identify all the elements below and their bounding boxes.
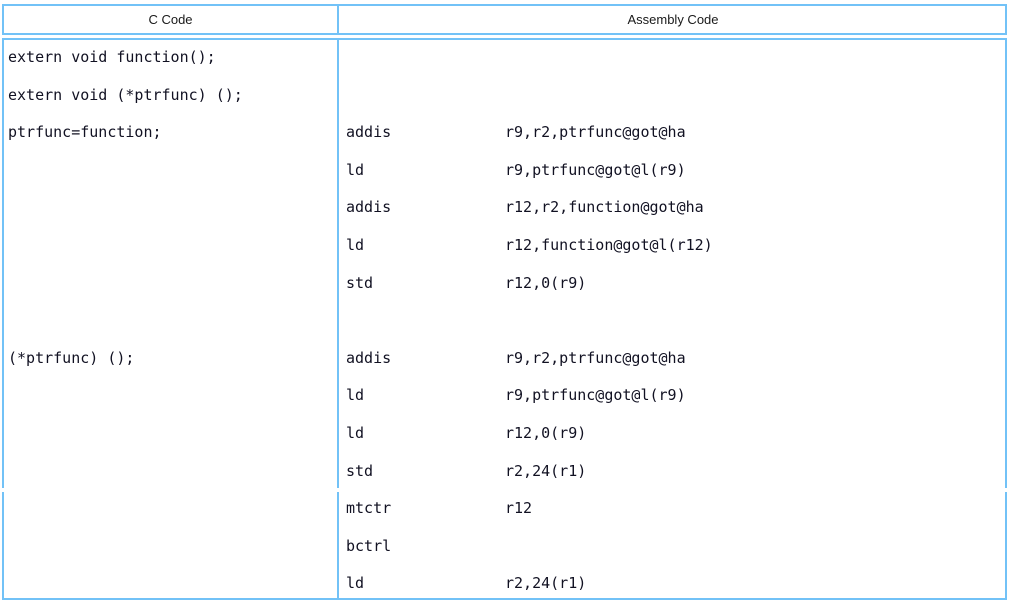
assembly-blank-line xyxy=(346,39,505,77)
assembly-mnemonic: addis xyxy=(346,123,392,142)
assembly-line: addis r9,r2,ptrfunc@got@ha xyxy=(346,340,686,378)
assembly-operand: r12,function@got@l(r12) xyxy=(505,236,713,254)
assembly-operand: r9,ptrfunc@got@l(r9) xyxy=(505,386,686,405)
body-right-border-row2 xyxy=(1005,492,1007,600)
assembly-blank-line xyxy=(346,77,505,115)
assembly-operand: r9,r2,ptrfunc@got@ha xyxy=(505,123,686,142)
assembly-code-cell: addis r9,r2,ptrfunc@got@ha ld r9,ptrfunc@go… xyxy=(339,40,1007,602)
header-bottom-border-upper xyxy=(2,33,1007,35)
assembly-operand: r12,0(r9) xyxy=(505,424,587,442)
header-left-border xyxy=(2,4,4,35)
assembly-blank-line xyxy=(346,302,505,340)
c-code-line: extern void function(); xyxy=(8,48,216,66)
assembly-mnemonic: ld xyxy=(346,574,365,593)
assembly-line: ld r12,function@got@l(r12) xyxy=(346,227,713,265)
header-divider-border xyxy=(337,4,339,35)
assembly-operand: r2,24(r1) xyxy=(505,574,587,593)
assembly-mnemonic: bctrl xyxy=(346,536,392,555)
body-divider-border-row2 xyxy=(337,492,339,600)
c-code-cell: extern void function(); extern void (*ptr… xyxy=(2,40,339,602)
body-left-border-row1 xyxy=(2,40,4,488)
assembly-line: ld r2,24(r1) xyxy=(346,565,586,603)
assembly-line: std r12,0(r9) xyxy=(346,265,586,303)
c-code-line: (*ptrfunc) (); xyxy=(8,348,135,367)
assembly-mnemonic: ld xyxy=(346,236,365,254)
table-header-row: C Code Assembly Code xyxy=(2,4,1007,35)
assembly-operand: r9,r2,ptrfunc@got@ha xyxy=(505,348,686,367)
assembly-line: addis r9,r2,ptrfunc@got@ha xyxy=(346,114,686,152)
table-body: extern void function(); extern void (*ptr… xyxy=(2,40,1007,602)
assembly-mnemonic: addis xyxy=(346,348,392,367)
assembly-mnemonic: ld xyxy=(346,160,365,179)
assembly-line: std r2,24(r1) xyxy=(346,453,586,491)
table-bottom-border xyxy=(2,598,1007,600)
assembly-line: ld r12,0(r9) xyxy=(346,415,586,453)
assembly-mnemonic: mtctr xyxy=(346,499,392,518)
table-top-border xyxy=(2,4,1007,6)
assembly-operand: r12,r2,function@got@ha xyxy=(505,198,704,217)
assembly-line: bctrl xyxy=(346,528,505,566)
c-code-line: extern void (*ptrfunc) (); xyxy=(8,85,243,104)
assembly-operand: r12,0(r9) xyxy=(505,273,587,292)
header-bottom-border-lower xyxy=(2,38,1007,40)
assembly-mnemonic: std xyxy=(346,461,374,480)
assembly-line: ld r9,ptrfunc@got@l(r9) xyxy=(346,152,686,190)
assembly-operand: r9,ptrfunc@got@l(r9) xyxy=(505,160,686,179)
column-header-assembly-code: Assembly Code xyxy=(627,12,719,27)
assembly-line: addis r12,r2,function@got@ha xyxy=(346,189,704,227)
assembly-line: mtctr r12 xyxy=(346,490,532,528)
body-left-border-row2 xyxy=(2,492,4,600)
assembly-operand: r2,24(r1) xyxy=(505,461,587,480)
body-divider-border-row1 xyxy=(337,40,339,488)
assembly-line: ld r9,ptrfunc@got@l(r9) xyxy=(346,377,686,415)
code-comparison-table: C Code Assembly Code extern void functio… xyxy=(2,4,1007,602)
header-right-border xyxy=(1005,4,1007,35)
column-header-c-code: C Code xyxy=(148,12,193,27)
assembly-operand: r12 xyxy=(505,499,533,518)
c-code-line: ptrfunc=function; xyxy=(8,123,162,142)
assembly-mnemonic: std xyxy=(346,273,374,292)
assembly-mnemonic: ld xyxy=(346,424,365,442)
body-right-border-row1 xyxy=(1005,40,1007,488)
assembly-mnemonic: addis xyxy=(346,198,392,217)
assembly-mnemonic: ld xyxy=(346,386,365,405)
